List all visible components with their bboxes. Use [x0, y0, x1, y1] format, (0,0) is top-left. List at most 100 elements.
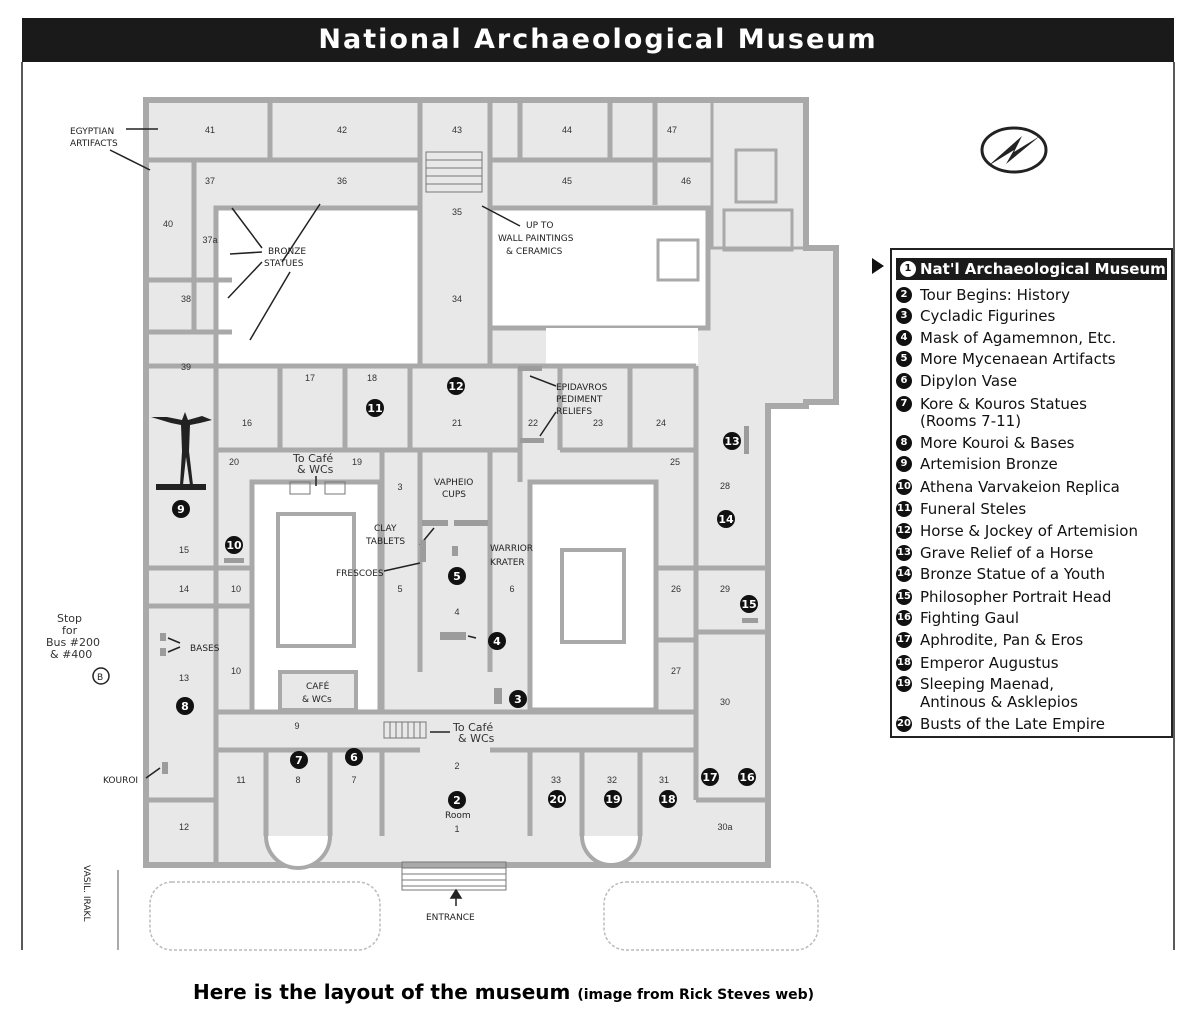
room-12: 12 [179, 822, 189, 832]
note-bases: BASES [190, 644, 220, 654]
room-10-lower: 10 [231, 666, 241, 676]
note-tocafe-lower: To Café [452, 721, 493, 734]
room-17: 17 [305, 373, 315, 383]
bus-stop-b-icon: B [97, 673, 103, 683]
room-26: 26 [671, 584, 681, 594]
note-entrance: ENTRANCE [426, 913, 475, 923]
caption-main: Here is the layout of the museum [193, 980, 571, 1004]
note-vapheio: VAPHEIO [434, 478, 473, 488]
room-42: 42 [337, 125, 347, 135]
room-19: 19 [352, 457, 362, 467]
marker-11: 11 [367, 402, 382, 415]
note-for: for [62, 624, 78, 637]
room-38: 38 [181, 294, 191, 304]
room-15: 15 [179, 545, 189, 555]
artemision-statue-icon [151, 412, 212, 490]
room-6: 6 [509, 584, 514, 594]
room-16: 16 [242, 418, 252, 428]
room-37: 37 [205, 176, 215, 186]
marker-20: 20 [549, 793, 565, 806]
upper-right-courtyard [487, 205, 711, 331]
note-clay: CLAY [374, 524, 397, 534]
room-28: 28 [720, 481, 730, 491]
cafe-block [278, 670, 358, 712]
room-34: 34 [452, 294, 462, 304]
note-kouroi: KOUROI [103, 776, 138, 786]
room-11: 11 [236, 775, 245, 785]
room-8: 8 [295, 775, 300, 785]
note-pediment: PEDIMENT [556, 395, 603, 405]
room-5: 5 [397, 584, 402, 594]
note-wallpaintings: WALL PAINTINGS [498, 234, 574, 244]
room-36: 36 [337, 176, 347, 186]
room-46: 46 [681, 176, 691, 186]
note-artifacts: ARTIFACTS [70, 139, 118, 149]
marker-3: 3 [514, 693, 522, 706]
room-2: 2 [454, 761, 459, 771]
room-30a: 30a [717, 822, 732, 832]
note-bronze: BRONZE [268, 247, 306, 257]
note-cafe: CAFÉ [306, 680, 330, 692]
marker-18: 18 [660, 793, 675, 806]
room-44: 44 [562, 125, 572, 135]
note-cafe-wcs: & WCs [302, 695, 332, 705]
room-25: 25 [670, 457, 680, 467]
note-wcs-upper: & WCs [297, 463, 334, 476]
room-45: 45 [562, 176, 572, 186]
marker-16: 16 [739, 771, 755, 784]
legend-item-19-cont: Antinous & Asklepios [920, 693, 1078, 711]
room-18: 18 [367, 373, 377, 383]
room-47: 47 [667, 125, 677, 135]
room-10-upper: 10 [231, 584, 241, 594]
note-frescoes: FRESCOES [336, 569, 384, 579]
room-4: 4 [454, 607, 459, 617]
room-35: 35 [452, 207, 462, 217]
room-14: 14 [179, 584, 189, 594]
compass-icon [980, 126, 1048, 174]
room-29: 29 [720, 584, 730, 594]
note-cups: CUPS [442, 490, 466, 500]
legend-item-7-cont: (Rooms 7-11) [920, 412, 1022, 430]
marker-15: 15 [741, 598, 756, 611]
marker-8: 8 [181, 700, 189, 713]
room-24: 24 [656, 418, 666, 428]
room-22: 22 [528, 418, 538, 428]
legend-pointer-icon [872, 258, 884, 274]
map-title: National Archaeological Museum [22, 18, 1174, 62]
room-43: 43 [452, 125, 462, 135]
marker-13: 13 [724, 435, 739, 448]
note-room: Room [445, 811, 471, 821]
note-epidavros: EPIDAVROS [556, 383, 608, 393]
room-39: 39 [181, 362, 191, 372]
note-tablets: TABLETS [365, 537, 405, 547]
note-bus: Bus #200 [46, 636, 100, 649]
room-9: 9 [294, 721, 299, 731]
note-ceramics: & CERAMICS [506, 247, 563, 257]
note-tocafe-upper: To Café [292, 452, 333, 465]
marker-17: 17 [702, 771, 717, 784]
room-23: 23 [593, 418, 603, 428]
room-32: 32 [607, 775, 617, 785]
note-egyptian: EGYPTIAN [70, 127, 114, 137]
marker-10: 10 [226, 539, 242, 552]
note-warrior: WARRIOR [490, 544, 533, 554]
marker-4: 4 [493, 635, 501, 648]
room-13: 13 [179, 673, 189, 683]
room-37a: 37a [202, 235, 217, 245]
marker-2: 2 [453, 794, 461, 807]
room-3: 3 [397, 482, 402, 492]
